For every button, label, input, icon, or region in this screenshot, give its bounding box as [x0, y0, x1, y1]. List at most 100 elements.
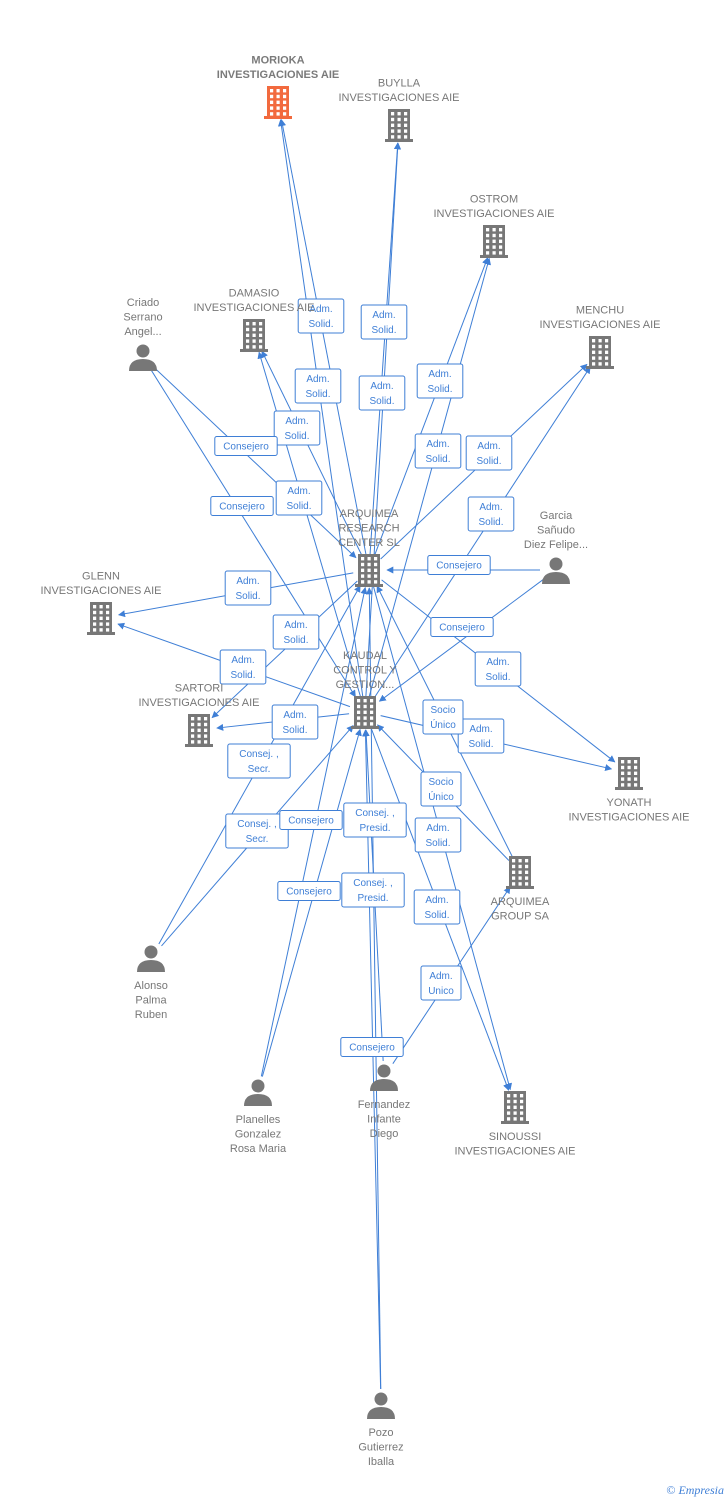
building-window — [486, 233, 490, 238]
building-window — [367, 557, 371, 561]
edge-label-text: Adm. — [429, 971, 452, 982]
node-label: Planelles — [236, 1114, 281, 1126]
edge-label-text: Solid. — [478, 517, 503, 528]
edge-label-garcia-to-arquimea_rc[interactable]: Consejero — [427, 555, 491, 575]
edge-label-kaudal-to-yonath[interactable]: Adm.Solid. — [457, 718, 505, 754]
edge-label-arquimea_rc-to-yonath[interactable]: Adm.Solid. — [474, 651, 522, 687]
edge-label-pozo-to-kaudal[interactable]: Consej. ,Presid. — [341, 872, 405, 908]
building-window — [191, 722, 195, 727]
edge-label-kaudal-to-glenn[interactable]: Adm.Solid. — [219, 649, 267, 685]
node-label: Serrano — [123, 312, 162, 324]
person-icon — [370, 1064, 398, 1091]
building-window — [259, 333, 263, 337]
edge-label-text: Consej. , — [239, 749, 278, 760]
edge-label-text: Adm. — [283, 710, 306, 721]
edge-label-arquimea_rc-to-glenn[interactable]: Adm.Solid. — [224, 570, 272, 606]
building-window — [204, 717, 208, 721]
edge-label-arquimea_rc-to-buylla[interactable]: Adm.Solid. — [358, 375, 406, 411]
building-window — [106, 616, 110, 620]
building-window — [106, 622, 110, 626]
building-window — [627, 777, 631, 781]
edge-label-arquimea_rc-to-menchu[interactable]: Adm.Solid. — [467, 496, 515, 532]
edge-label-arquimea_rc-to-damasio[interactable]: Adm.Solid. — [275, 480, 323, 516]
building-icon — [385, 109, 413, 142]
edge-label-text: Consej. , — [355, 808, 394, 819]
edge-label-kaudal-to-morioka[interactable]: Adm.Solid. — [297, 298, 345, 334]
building-window — [592, 339, 596, 343]
edge-label-kaudal-to-buylla[interactable]: Adm.Solid. — [294, 368, 342, 404]
edge-label-planelles-to-kaudal[interactable]: Consejero — [277, 881, 341, 901]
building-window — [93, 610, 97, 615]
building-window — [93, 628, 97, 632]
edge-label-fernandez-to-kaudal[interactable]: Consejero — [340, 1037, 404, 1057]
edge-label-arquimea_rc-to-sartori[interactable]: Adm.Solid. — [272, 614, 320, 650]
building-window — [397, 135, 401, 139]
node-label: Angel... — [124, 326, 161, 338]
edge-label-box — [219, 649, 267, 685]
edge-label-kaudal-to-menchu[interactable]: Adm.Solid. — [465, 435, 513, 471]
building-window — [513, 1105, 517, 1109]
edge-label-kaudal-to-sinoussi[interactable]: Adm.Solid. — [413, 889, 461, 925]
edge-label-planelles-to-arquimea_rc[interactable]: Consejero — [279, 810, 343, 830]
node-label: Gutierrez — [358, 1442, 403, 1454]
building-icon — [506, 856, 534, 889]
footer-brand[interactable]: ©Empresia — [666, 1483, 724, 1498]
building-window — [391, 123, 395, 127]
node-criado[interactable]: CriadoSerranoAngel... — [123, 297, 163, 371]
node-label: Pozo — [368, 1427, 393, 1439]
building-window — [397, 112, 401, 116]
edge-label-pozo-to-arquimea_rc[interactable]: Consej. ,Presid. — [343, 802, 407, 838]
building-window — [361, 580, 365, 584]
edge-label-kaudal-to-damasio[interactable]: Adm.Solid. — [273, 410, 321, 446]
building-window — [204, 722, 208, 727]
edge-label-kaudal-to-sartori[interactable]: Adm.Solid. — [271, 704, 319, 740]
node-label: Iballa — [368, 1456, 395, 1468]
edge-label-criado-to-arquimea_rc[interactable]: Consejero — [214, 436, 278, 456]
edge-label-garcia-to-kaudal[interactable]: Consejero — [430, 617, 494, 637]
building-icon — [480, 225, 508, 258]
edge-label-alonso-to-kaudal[interactable]: Consej. ,Secr. — [225, 813, 289, 849]
edge-label-criado-to-kaudal[interactable]: Consejero — [210, 496, 274, 516]
edge-label-kaudal-to-ostrom[interactable]: Adm.Solid. — [416, 363, 464, 399]
building-icon — [615, 757, 643, 790]
building-window — [507, 1105, 511, 1109]
building-window — [370, 699, 374, 703]
edge-arquimea_rc-to-ostrom — [374, 257, 489, 556]
edge-label-alonso-to-arquimea_rc[interactable]: Consej. ,Secr. — [227, 743, 291, 779]
edge-labels-layer: Adm.Solid.Adm.Solid.Adm.Solid.Adm.Solid.… — [210, 298, 522, 1057]
building-window — [518, 870, 522, 874]
edge-label-arquimea_rc-to-morioka[interactable]: Adm.Solid. — [360, 304, 408, 340]
edge-label-text: Adm. — [425, 895, 448, 906]
building-window — [367, 574, 371, 578]
building-window — [391, 117, 395, 122]
person-icon — [129, 344, 157, 371]
node-label: GROUP SA — [491, 911, 550, 923]
edge-label-arquimea_rc-to-ostrom[interactable]: Adm.Solid. — [414, 433, 462, 469]
building-window — [404, 135, 408, 139]
edge-label-arquimea_rc-to-sinoussi[interactable]: Adm.Solid. — [414, 817, 462, 853]
edge-label-box — [272, 614, 320, 650]
edge-label-fernandez-to-arquimea_group[interactable]: Adm.Unico — [420, 965, 462, 1001]
building-window — [361, 557, 365, 561]
building-window — [270, 94, 274, 99]
